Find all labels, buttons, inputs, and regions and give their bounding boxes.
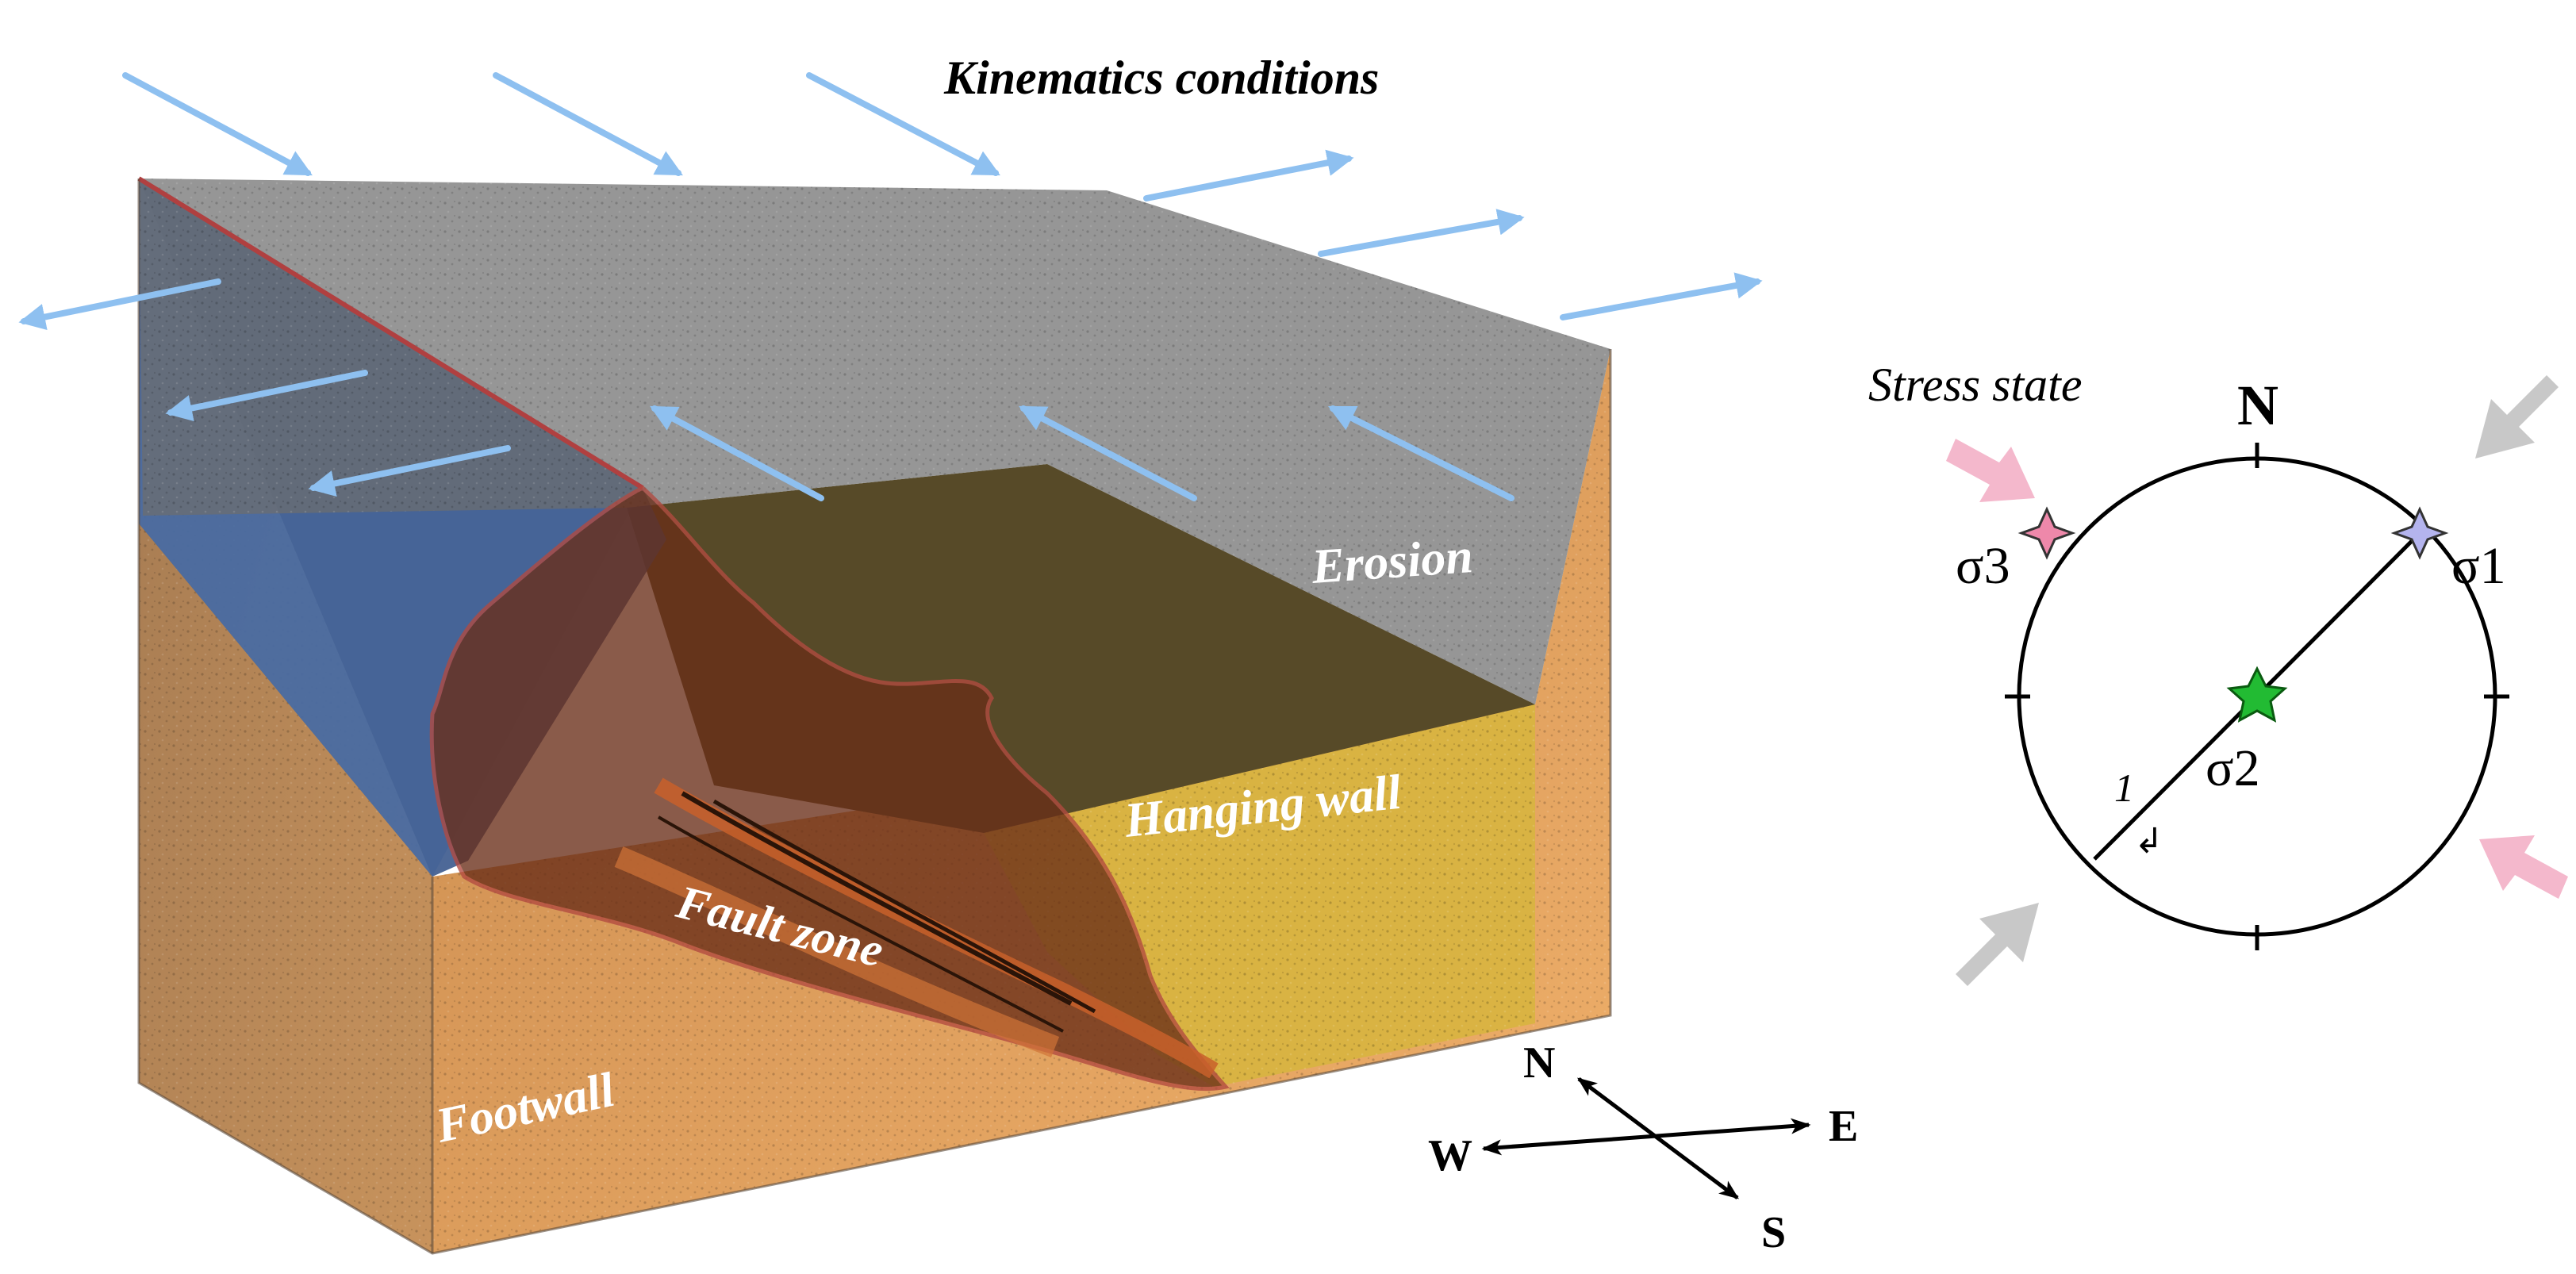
kinematic-arrow-icon	[122, 72, 313, 176]
kinematic-arrow-icon	[18, 278, 221, 331]
kinematic-arrow-icon	[1143, 149, 1354, 201]
compass-s-label: S	[1761, 1208, 1786, 1257]
sense-top: 1	[2114, 766, 2134, 810]
extensional-arrow-icon	[2479, 835, 2568, 899]
kinematic-arrow-icon	[1318, 209, 1525, 257]
stereonet: Stress state N 1 ↲ σ1 σ2 σ3	[1868, 359, 2568, 986]
extensional-arrow-icon	[1946, 439, 2035, 502]
kinematic-arrow-icon	[650, 405, 824, 501]
stress-state-title: Stress state	[1868, 359, 2082, 411]
kinematic-arrow-icon	[1327, 405, 1515, 501]
compressive-arrow-icon	[2475, 375, 2559, 459]
kinematic-arrow-icon	[1560, 272, 1763, 320]
kinematic-arrow-icon	[165, 370, 368, 422]
sigma2-label: σ2	[2206, 739, 2260, 797]
diagram-title: Kinematics conditions	[943, 52, 1379, 104]
compass-e-label: E	[1829, 1102, 1858, 1151]
erosion-label: Erosion	[1309, 529, 1475, 594]
compressive-arrow-icon	[1956, 903, 2039, 986]
sigma3-label: σ3	[1956, 537, 2010, 595]
kinematic-arrow-icon	[308, 445, 511, 497]
sense-bottom: ↲	[2134, 822, 2163, 861]
kinematic-arrow-icon	[493, 72, 683, 176]
star-icon	[2017, 506, 2076, 560]
kinematic-arrow-icon	[806, 72, 1000, 176]
star-icon	[2390, 506, 2449, 560]
compass-arrow-icon	[1481, 1118, 1811, 1156]
fault-zone-body	[429, 485, 1230, 1092]
compass-w-label: W	[1428, 1131, 1472, 1180]
kinematic-arrows	[18, 72, 1763, 501]
star-icon	[2226, 666, 2288, 723]
map-compass	[1481, 1077, 1811, 1199]
sigma1-label: σ1	[2451, 537, 2506, 595]
compass-n-label: N	[1523, 1038, 1555, 1088]
block-model	[137, 176, 1612, 1255]
kinematic-arrow-icon	[1019, 405, 1197, 501]
stereonet-north-label: N	[2237, 374, 2278, 437]
fault-trace	[137, 176, 644, 490]
